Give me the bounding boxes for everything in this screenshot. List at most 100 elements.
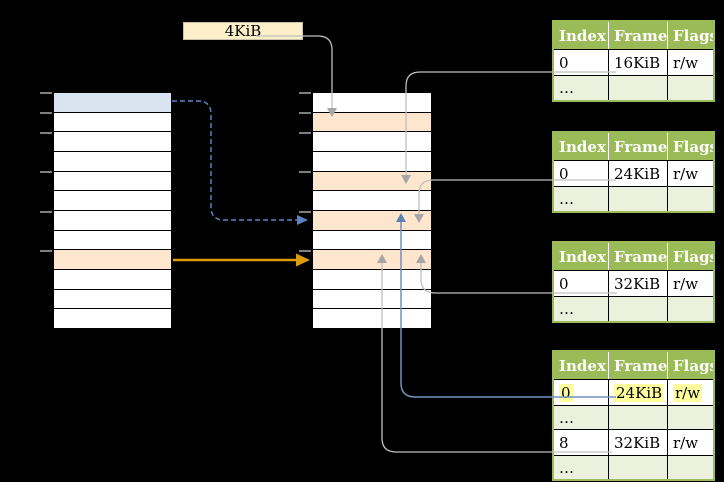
- page-table-combined: IndexFrameFlags024KiBr/w…832KiBr/w…: [552, 350, 715, 481]
- table-cell: [667, 297, 713, 321]
- physical-memory-table: [299, 92, 432, 329]
- tick-mark: [40, 111, 52, 114]
- memory-row: [313, 170, 431, 191]
- table-cell: [667, 187, 713, 211]
- column-header: Flags: [667, 133, 713, 160]
- tick-mark: [299, 250, 311, 252]
- column-header: Frame: [608, 133, 667, 160]
- column-header: Frame: [608, 243, 667, 270]
- highlighted-value: 0: [559, 383, 573, 402]
- memory-row: [313, 308, 431, 328]
- connector-virtual-page-frame: [172, 100, 297, 221]
- table-cell: …: [559, 458, 574, 477]
- table-cell: [608, 406, 667, 429]
- memory-row: [313, 131, 431, 151]
- tick-mark: [299, 111, 311, 114]
- virtual-memory-table: [40, 92, 172, 329]
- page-table-24kib: IndexFrameFlags 0 24KiBr/w …: [552, 131, 715, 213]
- page-table-header: IndexFrameFlags: [554, 22, 713, 49]
- table-cell: r/w: [667, 50, 713, 75]
- column-header: Flags: [667, 22, 713, 49]
- table-cell: 24KiB: [608, 161, 667, 186]
- memory-row: [54, 151, 171, 171]
- highlighted-value: r/w: [673, 383, 703, 402]
- column-header: Flags: [667, 352, 713, 379]
- page-table-row: …: [554, 405, 713, 429]
- table-cell: [608, 456, 667, 479]
- page-table-32kib: IndexFrameFlags 0 32KiBr/w …: [552, 241, 715, 323]
- memory-row: [54, 190, 171, 210]
- tick-mark: [299, 92, 311, 94]
- table-cell: [608, 297, 667, 321]
- tick-mark: [40, 171, 52, 173]
- memory-row: [54, 288, 171, 309]
- page-table-16kib: IndexFrameFlags 0 16KiBr/w …: [552, 20, 715, 102]
- table-cell: r/w: [667, 380, 713, 405]
- tick-mark: [299, 210, 311, 213]
- memory-row: [313, 210, 431, 230]
- table-cell: [608, 76, 667, 100]
- column-header: Index: [559, 26, 606, 45]
- page-table-header: IndexFrameFlags: [554, 133, 713, 160]
- memory-row: [54, 111, 171, 132]
- table-cell: r/w: [667, 271, 713, 296]
- table-cell: r/w: [667, 430, 713, 455]
- table-cell: 0: [559, 164, 569, 183]
- memory-row: [313, 249, 431, 270]
- column-header: Index: [559, 247, 606, 266]
- memory-row: [313, 93, 431, 112]
- page-table-header: IndexFrameFlags: [554, 352, 713, 379]
- memory-row: [54, 249, 171, 270]
- memory-row: [313, 151, 431, 171]
- page-table-row: …: [554, 296, 713, 321]
- tick-mark: [299, 131, 311, 134]
- memory-row: [54, 229, 171, 250]
- table-cell: 32KiB: [608, 430, 667, 455]
- memory-row: [54, 93, 171, 112]
- table-cell: …: [559, 408, 574, 427]
- memory-row: [54, 308, 171, 328]
- tick-mark: [40, 250, 52, 252]
- table-cell: [667, 406, 713, 429]
- page-table-row: …: [554, 186, 713, 211]
- tick-mark: [40, 131, 52, 134]
- highlighted-value: 24KiB: [614, 383, 665, 402]
- tick-mark: [40, 92, 52, 94]
- memory-row: [313, 111, 431, 132]
- frame-size-label: 4KiB: [183, 22, 303, 40]
- table-cell: r/w: [667, 161, 713, 186]
- table-cell: 8: [559, 433, 569, 452]
- page-table-row: …: [554, 455, 713, 479]
- table-cell: 0: [559, 53, 569, 72]
- table-cell: 16KiB: [608, 50, 667, 75]
- table-cell: …: [559, 300, 574, 318]
- table-cell: 0: [554, 380, 608, 405]
- column-header: Index: [559, 356, 606, 375]
- arrowhead-right-icon: [296, 253, 310, 267]
- table-cell: …: [559, 190, 574, 208]
- table-cell: 32KiB: [608, 271, 667, 296]
- page-table-row: …: [554, 75, 713, 100]
- memory-row: [54, 269, 171, 289]
- memory-row: [313, 190, 431, 210]
- table-cell: 0: [559, 274, 569, 293]
- table-cell: …: [559, 79, 574, 97]
- memory-row: [54, 170, 171, 191]
- memory-row: [54, 131, 171, 151]
- page-table-header: IndexFrameFlags: [554, 243, 713, 270]
- column-header: Frame: [608, 22, 667, 49]
- memory-row: [313, 229, 431, 250]
- page-table-row: 0 24KiB r/w: [554, 379, 713, 405]
- memory-row: [54, 210, 171, 230]
- memory-row: [313, 269, 431, 289]
- column-header: Flags: [667, 243, 713, 270]
- tick-mark: [40, 210, 52, 213]
- table-cell: [667, 456, 713, 479]
- table-cell: [667, 76, 713, 100]
- tick-mark: [299, 171, 311, 173]
